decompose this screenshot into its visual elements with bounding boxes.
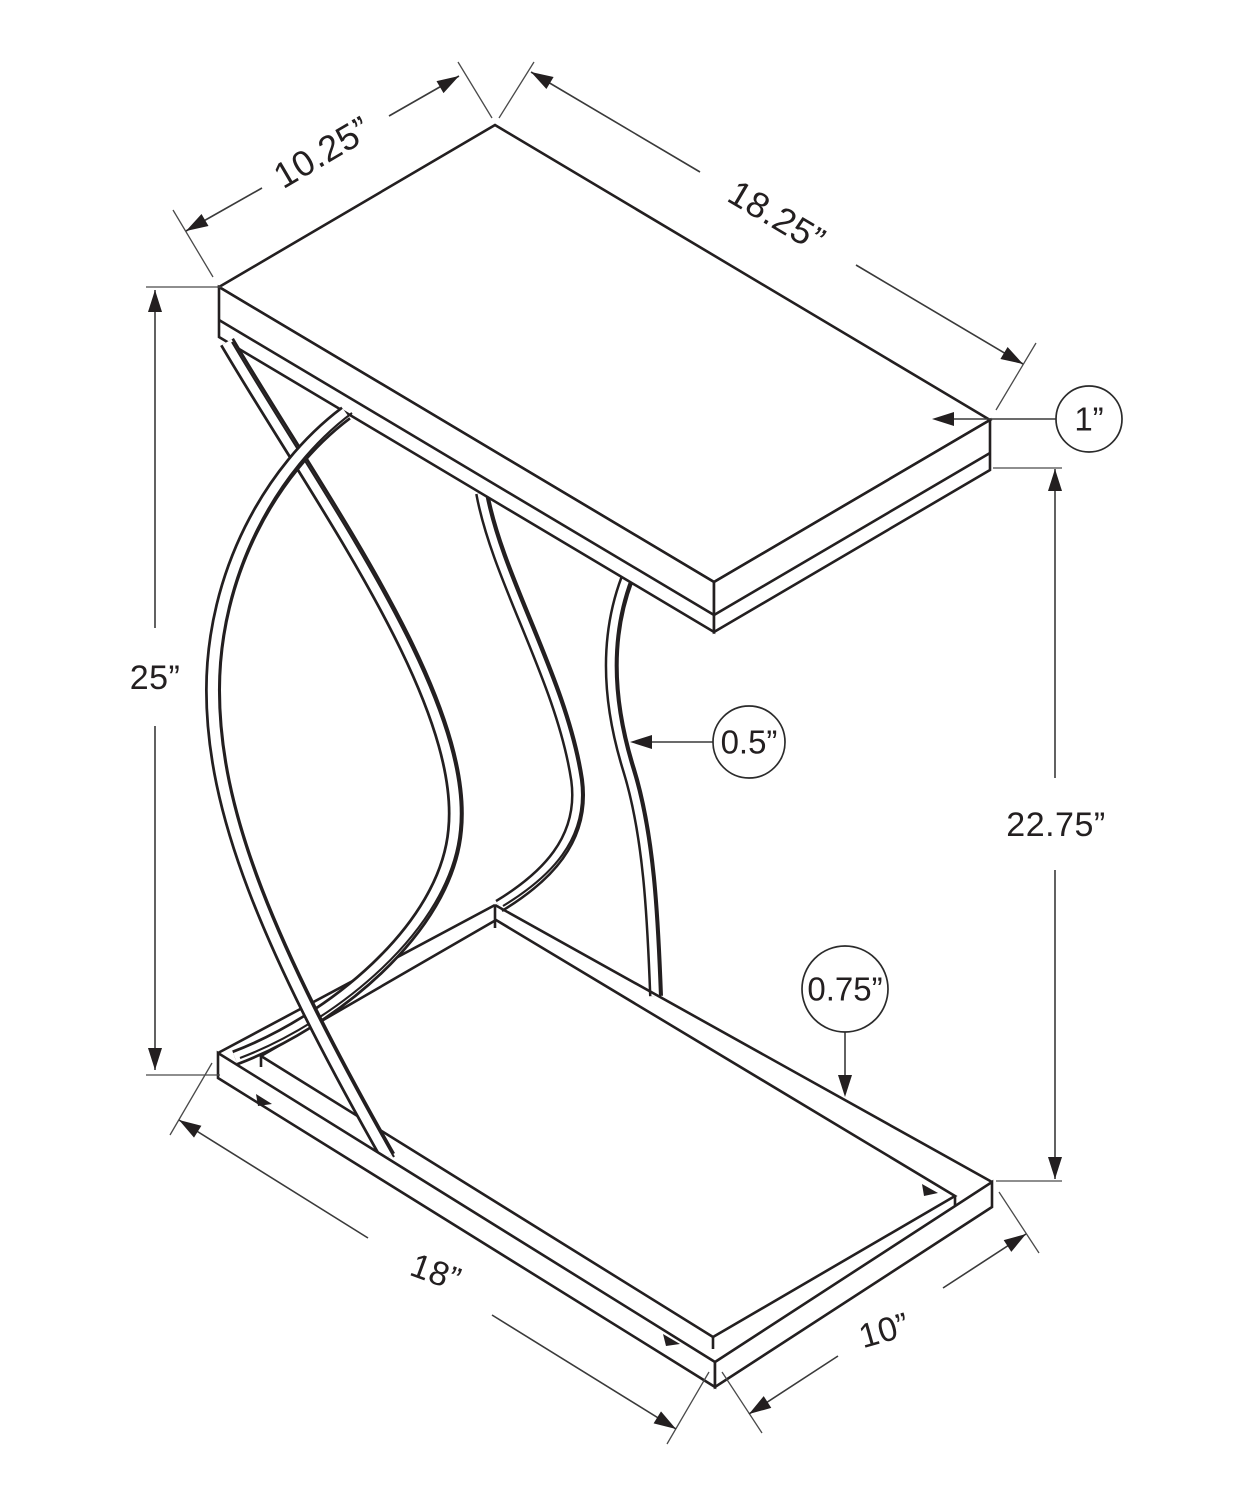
leg-tube-thickness-label: 0.5” [721, 724, 778, 761]
front-right-curved-leg [220, 337, 464, 1066]
dim-overall-height: 25” [130, 286, 222, 1076]
base-depth-label: 10” [855, 1306, 914, 1356]
tabletop-front-right-face [712, 417, 992, 635]
clearance-height-label: 22.75” [1006, 806, 1105, 844]
base-frame-front [216, 1050, 994, 1390]
dim-clearance-height: 22.75” [993, 467, 1105, 1182]
base-front-right-face [713, 1179, 994, 1390]
dim-base-depth: 10” [721, 1191, 1040, 1434]
back-leg-pair [475, 491, 663, 997]
overall-height-label: 25” [130, 659, 181, 697]
top-thickness-label: 1” [1074, 401, 1103, 438]
base-front-left-face [216, 1050, 717, 1390]
base-length-label: 18” [405, 1246, 466, 1299]
tabletop [216, 123, 993, 635]
base-thickness-label: 0.75” [807, 971, 882, 1008]
back-left-curved-leg [604, 576, 663, 997]
back-right-curved-leg [475, 491, 585, 912]
callout-leg-tube-thickness: 0.5” [630, 705, 786, 779]
callout-base-thickness: 0.75” [801, 945, 889, 1097]
front-leg-pair [204, 337, 464, 1161]
front-left-curved-leg [204, 406, 395, 1161]
callout-top-thickness: 1” [932, 385, 1123, 453]
top-length-label: 18.25” [721, 172, 832, 261]
top-depth-label: 10.25” [266, 108, 377, 197]
dim-base-length: 18” [169, 1062, 710, 1445]
